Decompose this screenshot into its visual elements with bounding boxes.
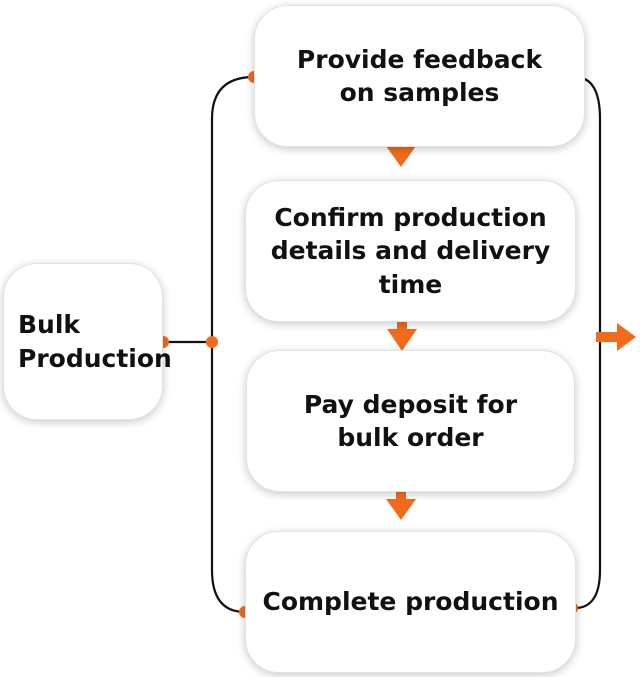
right-arrow-icon [596,323,636,351]
down-arrow-icon [386,127,416,167]
left-bracket-connector [210,75,255,614]
step-node-complete-production: Complete production [245,531,576,673]
step-node-pay-deposit: Pay deposit for bulk order [246,350,575,492]
step-node-label: Pay deposit for bulk order [303,389,518,453]
down-arrow-icon [386,479,416,520]
step-node-label: Provide feedback on samples [296,44,543,108]
step-node-label: Confirm production details and delivery … [270,202,551,299]
connector-dot [206,336,218,348]
step-node-provide-feedback: Provide feedback on samples [254,5,585,147]
start-node-bulk-production: Bulk Production [3,263,172,420]
right-bracket-connector [571,75,602,610]
step-node-confirm-details: Confirm production details and delivery … [245,180,576,322]
step-node-label: Complete production [262,587,559,617]
down-arrow-icon [387,310,417,351]
start-node-label: Bulk Production [18,310,172,373]
